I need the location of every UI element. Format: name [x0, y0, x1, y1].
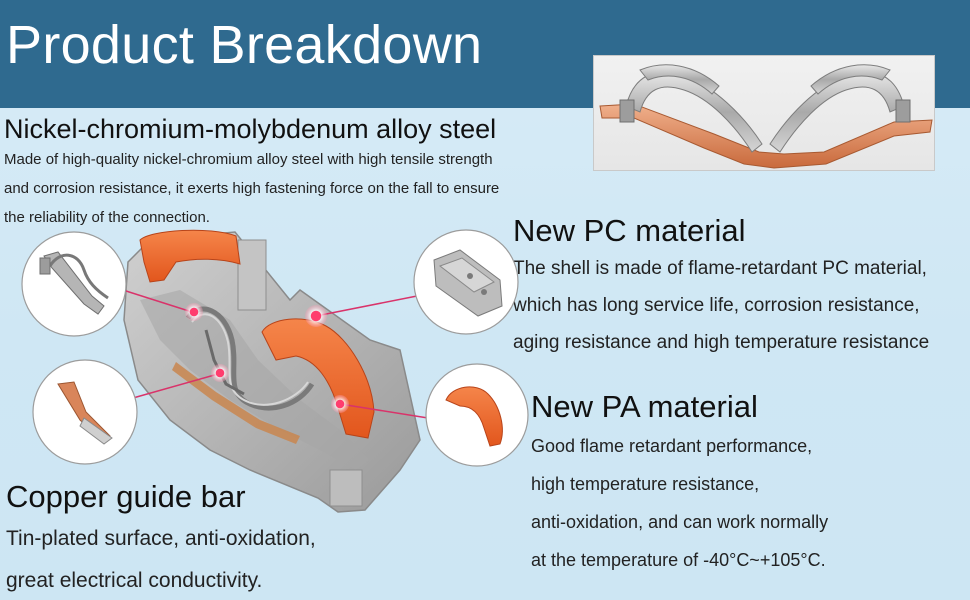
marker-dot-pa [331, 395, 349, 413]
steel-clip-callout-icon [21, 231, 127, 337]
pc-material-line: aging resistance and high temperature re… [513, 332, 930, 353]
marker-dot-steel [185, 303, 203, 321]
copper-bar-description: Tin-plated surface, anti-oxidation, grea… [6, 518, 316, 600]
pc-material-line: which has long service life, corrosion r… [513, 295, 920, 316]
spring-clip-photo [593, 55, 935, 171]
pa-material-line: Good flame retardant performance, [531, 436, 813, 456]
spring-clip-photo-image [599, 64, 933, 169]
alloy-steel-line: the reliability of the connection. [4, 209, 210, 226]
header-banner: Product Breakdown [0, 0, 970, 108]
pc-shell-callout-icon [413, 229, 519, 335]
copper-bar-line: Tin-plated surface, anti-oxidation, [6, 527, 316, 550]
pa-material-line: anti-oxidation, and can work normally [531, 512, 829, 532]
pa-material-description: Good flame retardant performance, high t… [531, 427, 828, 579]
pa-material-heading: New PA material [531, 389, 758, 424]
alloy-steel-heading: Nickel-chromium-molybdenum alloy steel [4, 114, 497, 144]
pa-lever-callout-icon [425, 363, 529, 467]
copper-bar-heading: Copper guide bar [6, 479, 246, 514]
alloy-steel-line: Made of high-quality nickel-chromium all… [4, 151, 493, 168]
pc-material-heading: New PC material [513, 213, 746, 248]
alloy-steel-description: Made of high-quality nickel-chromium all… [4, 145, 499, 232]
leader-lines [122, 289, 429, 419]
pc-material-description: The shell is made of flame-retardant PC … [513, 250, 929, 361]
copper-bar-callout-icon [32, 359, 138, 465]
pc-material-line: The shell is made of flame-retardant PC … [513, 258, 927, 279]
internal-copper-bar [172, 362, 300, 444]
marker-dot-copper [211, 364, 229, 382]
marker-dot-pc [305, 305, 327, 327]
pc-shell [123, 231, 421, 513]
page-title: Product Breakdown [6, 15, 483, 75]
pa-material-line: high temperature resistance, [531, 474, 760, 494]
copper-bar-line: great electrical conductivity. [6, 569, 263, 592]
pa-material-line: at the temperature of -40°C~+105°C. [531, 550, 826, 570]
orange-lever-left [139, 229, 241, 283]
alloy-steel-line: and corrosion resistance, it exerts high… [4, 180, 500, 197]
